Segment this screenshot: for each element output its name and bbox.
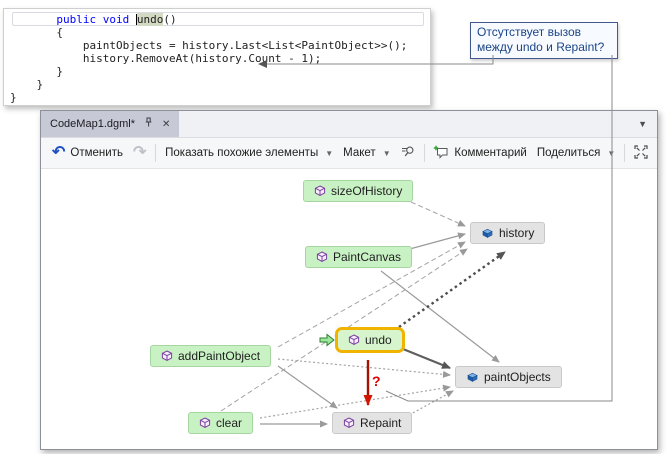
add-comment-icon: [433, 145, 449, 162]
edge-addPaintObject-to-paintObjects: [277, 358, 451, 378]
method-icon: [348, 334, 360, 346]
code-line: }: [10, 65, 63, 78]
redo-button[interactable]: ↷: [128, 143, 151, 163]
code-line: public void undo(): [10, 12, 427, 26]
document-well-dropdown-icon[interactable]: ▼: [638, 119, 647, 129]
node-paintObjects[interactable]: paintObjects: [455, 366, 562, 388]
tab-codemap[interactable]: CodeMap1.dgml* ✕: [41, 111, 180, 137]
toolbar-label: Отменить: [70, 147, 123, 159]
toolbar-label: Показать похожие элементы: [165, 147, 319, 159]
edge-Repaint-to-paintObjects: [408, 390, 454, 416]
node-history[interactable]: history: [470, 222, 546, 244]
code-line: }: [10, 78, 44, 91]
node-addPaintObject[interactable]: addPaintObject: [150, 345, 272, 367]
edge-clear-to-paintObjects: [259, 384, 451, 419]
method-icon: [314, 185, 326, 197]
fit-screen-icon: [634, 144, 648, 162]
document-tabstrip: CodeMap1.dgml* ✕ ▼: [41, 111, 657, 138]
toolbar-label: Макет: [343, 147, 376, 159]
node-label: history: [499, 226, 535, 240]
show-similar-elements-button[interactable]: Показать похожие элементы ▼: [160, 144, 338, 162]
node-label: Repaint: [360, 416, 402, 430]
comment-button[interactable]: Комментарий: [428, 142, 531, 165]
code-line: history.RemoveAt(history.Count - 1);: [10, 52, 322, 65]
node-undo[interactable]: undo: [319, 327, 405, 353]
edge-undo-to-history: [398, 251, 506, 328]
method-icon: [161, 350, 173, 362]
undo-button[interactable]: ↶ Отменить: [47, 143, 128, 163]
chevron-down-icon: ▼: [382, 148, 391, 158]
callout-text-line1: Отсутствует вызов: [477, 25, 582, 39]
node-label: paintObjects: [484, 370, 551, 384]
pin-icon[interactable]: [144, 117, 153, 131]
code-line: paintObjects = history.Last<List<PaintOb…: [10, 39, 408, 52]
layout-button[interactable]: Макет ▼: [338, 144, 395, 162]
toolbar-separator: [624, 144, 626, 162]
node-Repaint[interactable]: Repaint: [332, 412, 413, 434]
node-label: undo: [365, 333, 392, 347]
node-label: PaintCanvas: [333, 250, 402, 264]
toolbar-separator: [155, 144, 157, 162]
graph-edges: [220, 201, 506, 428]
code-line: {: [10, 26, 63, 39]
node-sizeOfHistory[interactable]: sizeOfHistory: [303, 180, 414, 202]
toolbar-label: Поделиться: [536, 147, 601, 159]
node-label: addPaintObject: [178, 349, 261, 363]
code-line: }: [10, 91, 17, 104]
tab-label: CodeMap1.dgml*: [50, 118, 135, 130]
fit-screen-button[interactable]: [629, 142, 653, 165]
field-icon: [466, 372, 479, 383]
current-item-pointer-icon: [319, 333, 335, 347]
close-icon[interactable]: ✕: [162, 118, 171, 130]
node-PaintCanvas[interactable]: PaintCanvas: [305, 246, 413, 268]
find-related-icon: [401, 145, 415, 161]
code-lines: public void undo() { paintObjects = hist…: [4, 9, 430, 104]
toolbar: ↶Отменить↷Показать похожие элементы▼Маке…: [41, 138, 657, 169]
share-button[interactable]: Поделиться ▼: [532, 144, 620, 162]
chevron-down-icon: ▼: [607, 148, 616, 158]
edge-addPaintObject-to-Repaint: [277, 365, 338, 409]
method-icon: [316, 251, 328, 263]
redo-arrow-icon: ↷: [132, 144, 147, 161]
undo-arrow-icon: ↶: [52, 144, 66, 161]
node-clear[interactable]: clear: [188, 412, 254, 434]
find-related-button[interactable]: [396, 142, 420, 164]
toolbar-separator: [423, 144, 425, 162]
callout-text-line2: между undo и Repaint?: [477, 40, 605, 54]
method-icon: [199, 417, 211, 429]
callout-tooltip: Отсутствует вызов между undo и Repaint?: [470, 22, 618, 59]
toolbar-label: Комментарий: [454, 147, 527, 159]
node-label: clear: [216, 416, 243, 430]
edge-undo-to-paintObjects: [402, 347, 451, 370]
chevron-down-icon: ▼: [325, 148, 334, 158]
missing-link-question-mark: ?: [372, 373, 381, 389]
node-label: sizeOfHistory: [331, 184, 403, 198]
edge-sizeOfHistory-to-history: [410, 201, 466, 227]
text-caret: [135, 14, 137, 25]
codemap-window: CodeMap1.dgml* ✕ ▼ ↶ Отменить ↷ Показать по…: [40, 110, 658, 450]
code-snippet-panel: public void undo() { paintObjects = hist…: [3, 8, 431, 106]
method-icon: [343, 417, 355, 429]
field-icon: [481, 228, 494, 239]
